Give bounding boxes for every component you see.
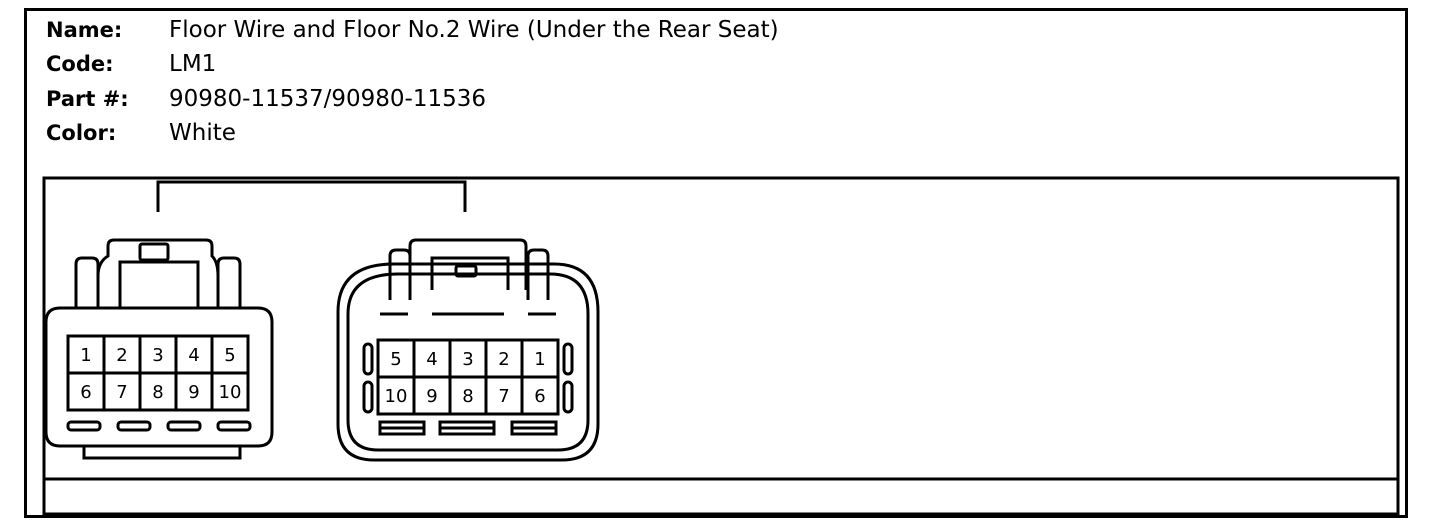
right-pin-10: 10 (385, 386, 408, 407)
code-label: Code: (46, 52, 114, 76)
code-value: LM1 (169, 51, 217, 77)
right-connector (336, 238, 600, 462)
left-pin-9: 9 (188, 382, 199, 403)
left-pin-grid (66, 334, 250, 412)
diagram-frame (24, 8, 1408, 518)
left-connector (44, 238, 274, 460)
right-pin-5: 5 (390, 349, 401, 370)
right-pin-grid (376, 338, 560, 416)
left-pin-2: 2 (116, 345, 127, 366)
left-pin-4: 4 (188, 345, 199, 366)
part-value: 90980-11537/90980-11536 (169, 86, 487, 112)
left-pin-7: 7 (116, 382, 127, 403)
left-pin-6: 6 (80, 382, 91, 403)
name-value: Floor Wire and Floor No.2 Wire (Under th… (169, 17, 779, 43)
right-pin-4: 4 (426, 349, 437, 370)
color-label: Color: (46, 121, 117, 145)
left-pin-5: 5 (224, 345, 235, 366)
left-pin-1: 1 (80, 345, 91, 366)
color-value: White (169, 120, 236, 146)
mating-bracket (156, 180, 467, 212)
right-pin-9: 9 (426, 386, 437, 407)
part-label: Part #: (46, 87, 129, 111)
right-pin-6: 6 (534, 386, 545, 407)
left-pin-3: 3 (152, 345, 163, 366)
right-pin-7: 7 (498, 386, 509, 407)
name-label: Name: (46, 18, 123, 42)
diagram-box (42, 176, 1400, 516)
right-pin-3: 3 (462, 349, 473, 370)
right-pin-1: 1 (534, 349, 545, 370)
right-pin-2: 2 (498, 349, 509, 370)
right-pin-8: 8 (462, 386, 473, 407)
left-pin-10: 10 (219, 382, 242, 403)
left-pin-8: 8 (152, 382, 163, 403)
